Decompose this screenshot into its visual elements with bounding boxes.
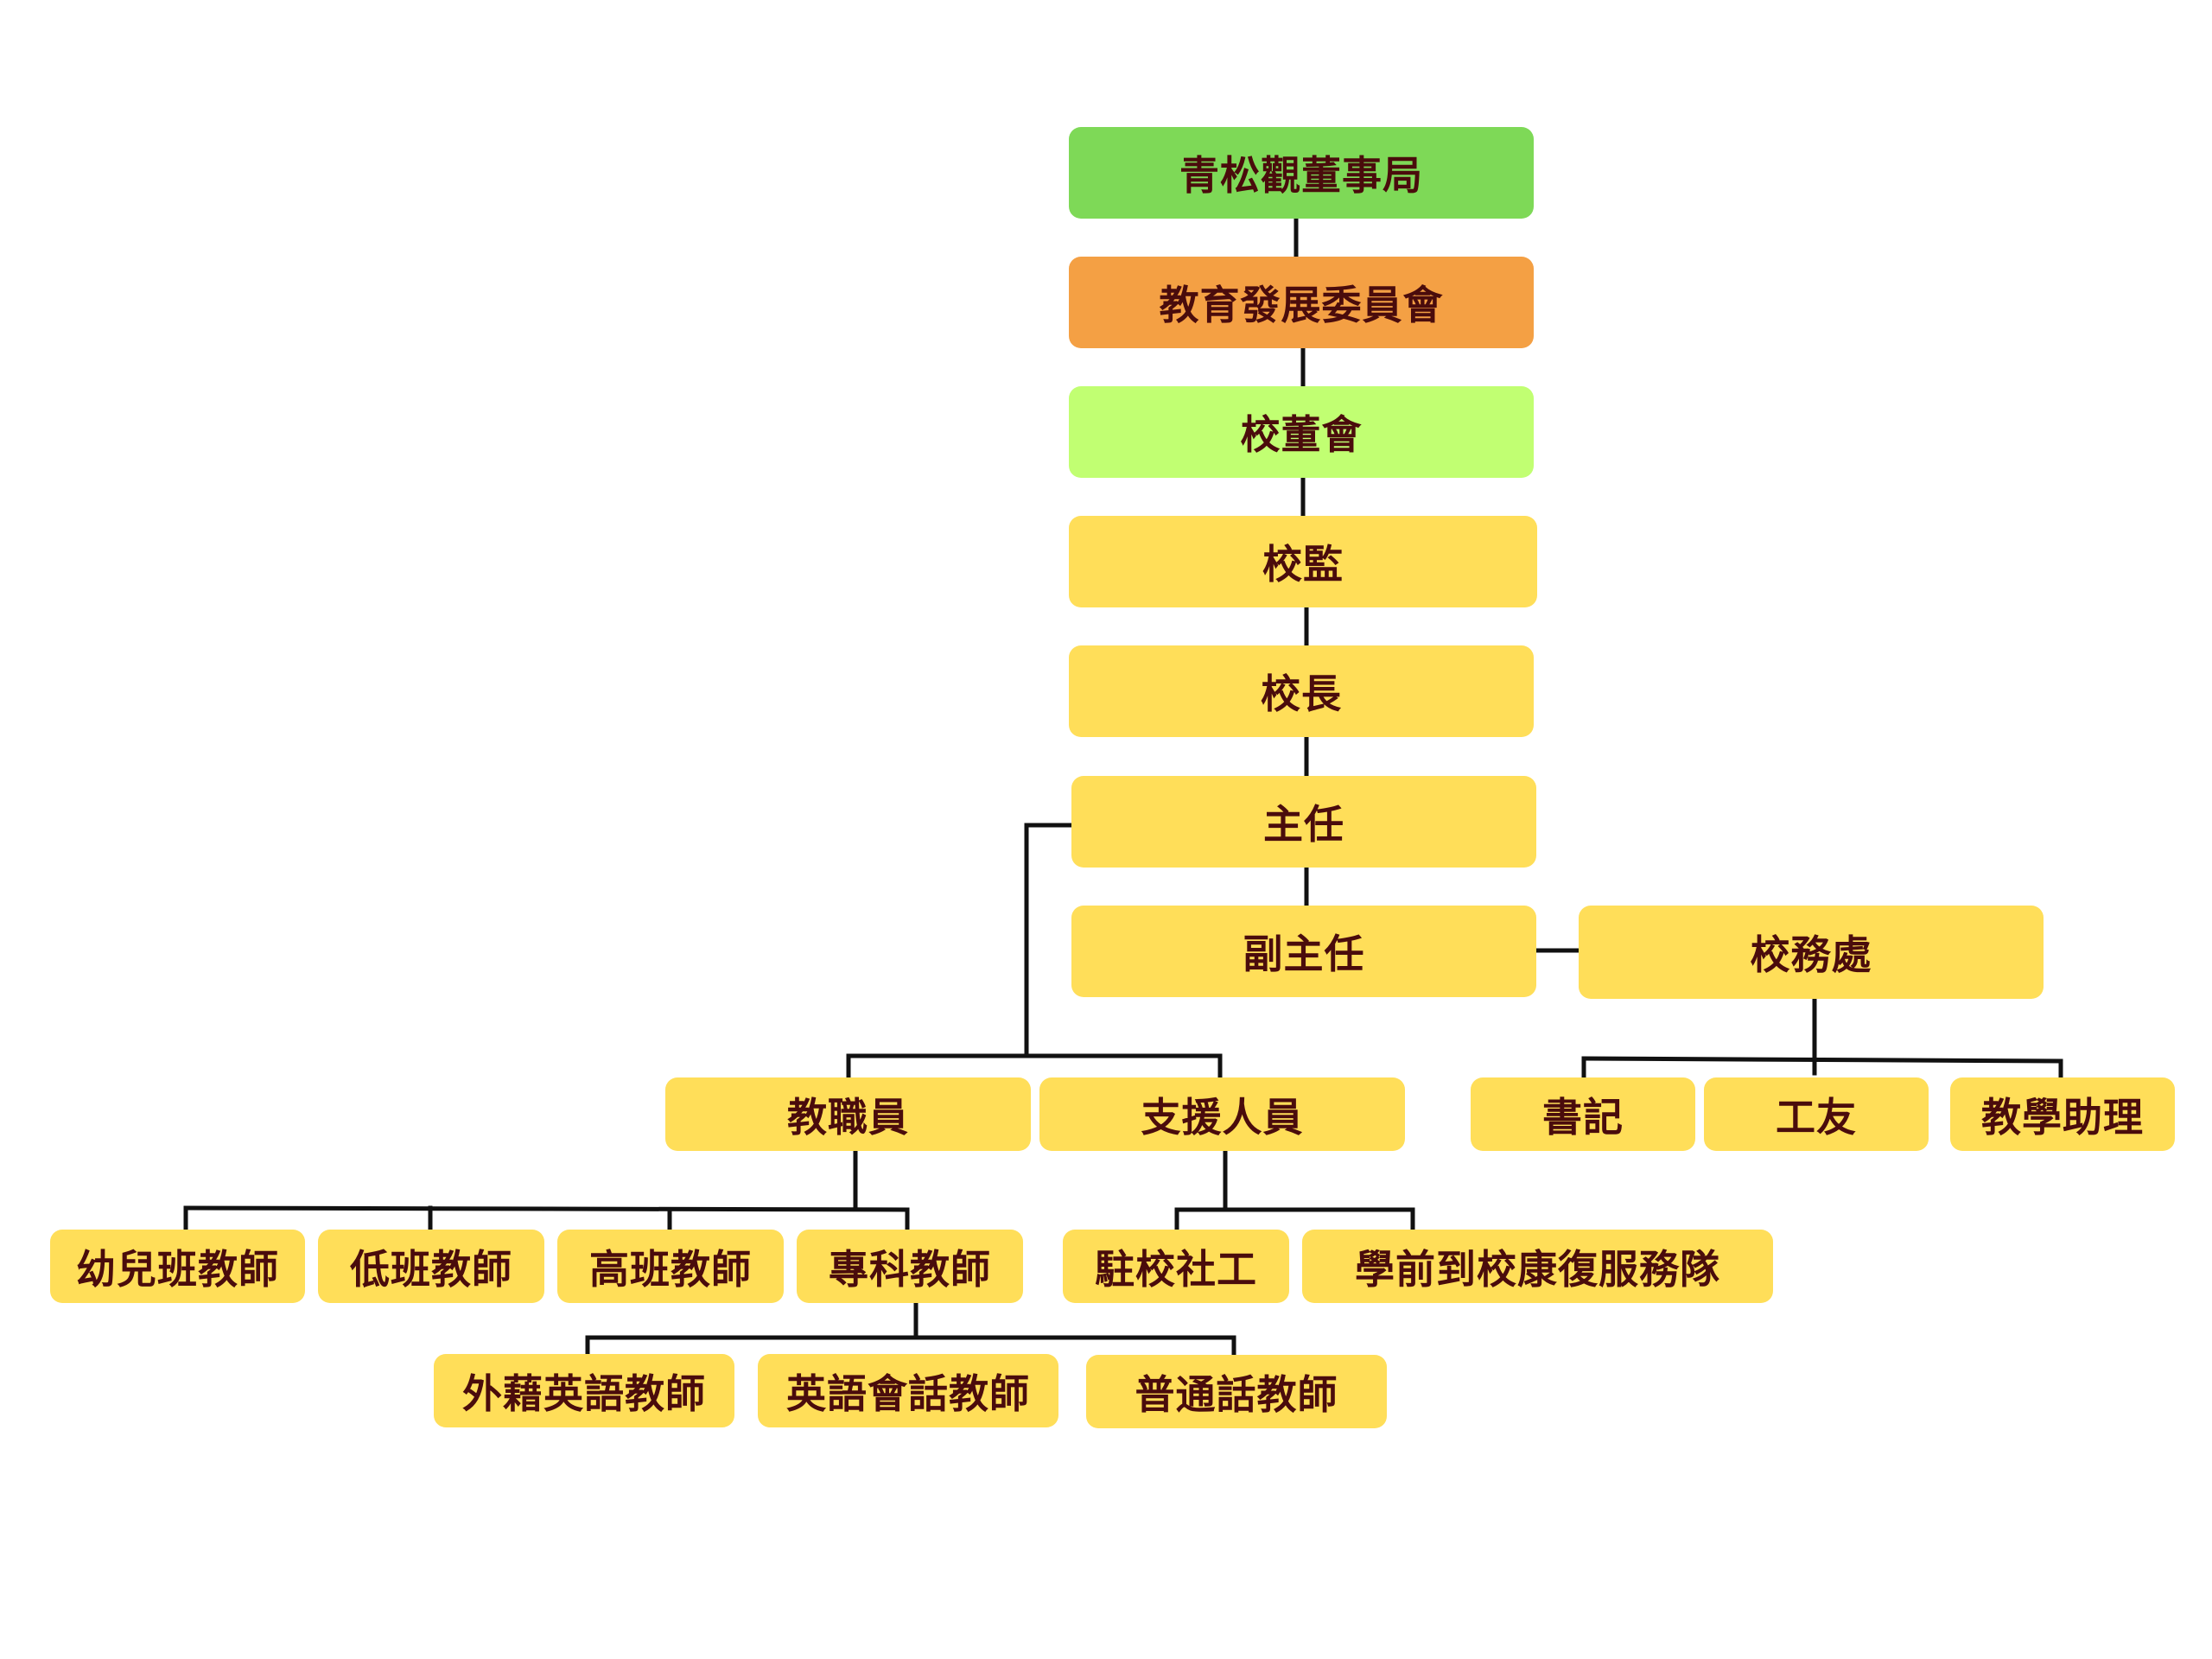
principal-label: 校長 xyxy=(1261,671,1342,717)
vice-director-box: 副主任 xyxy=(1071,906,1536,997)
social-worker-label: 駐校社工 xyxy=(1095,1245,1257,1293)
general-office-label: 校務處 xyxy=(1750,931,1872,978)
putonghua-teacher-box: 普通話教師 xyxy=(1086,1355,1387,1428)
vice-director-label: 副主任 xyxy=(1243,931,1365,977)
janitor-box: 工友 xyxy=(1704,1077,1929,1151)
bureau-box: 青松觀董事局 xyxy=(1069,127,1534,219)
rehab-team-label: 學前到校康復服務隊 xyxy=(1355,1245,1720,1293)
board-label: 校董會 xyxy=(1240,411,1363,458)
janitor-label: 工友 xyxy=(1776,1093,1857,1141)
director-label: 主任 xyxy=(1263,801,1344,848)
english-conversation-teacher-box: 英語會話教師 xyxy=(758,1354,1058,1427)
lower-teacher-box: 低班教師 xyxy=(318,1230,544,1303)
connector xyxy=(183,1205,910,1212)
clerk-box: 書記 xyxy=(1471,1077,1695,1151)
support-label: 支援人員 xyxy=(1141,1093,1304,1141)
clerk-label: 書記 xyxy=(1542,1093,1624,1141)
committee-box: 教育發展委員會 xyxy=(1069,257,1534,348)
board-box: 校董會 xyxy=(1069,386,1534,478)
social-worker-box: 駐校社工 xyxy=(1063,1230,1289,1303)
staff-label: 教職員 xyxy=(787,1093,909,1141)
nursery-teacher-box: 幼兒班教師 xyxy=(50,1230,305,1303)
subject-teacher-box: 專科教師 xyxy=(797,1230,1023,1303)
lower-teacher-label: 低班教師 xyxy=(350,1245,512,1293)
english-conversation-teacher-label: 英語會話教師 xyxy=(786,1370,1030,1417)
teaching-assistant-box: 教學助理 xyxy=(1950,1077,2175,1151)
support-box: 支援人員 xyxy=(1039,1077,1405,1151)
foreign-english-teacher-label: 外藉英語教師 xyxy=(462,1370,706,1417)
bureau-label: 青松觀董事局 xyxy=(1179,152,1423,199)
staff-box: 教職員 xyxy=(665,1077,1031,1151)
upper-teacher-box: 高班教師 xyxy=(557,1230,784,1303)
general-office-box: 校務處 xyxy=(1579,906,2044,999)
director-box: 主任 xyxy=(1071,776,1536,868)
putonghua-teacher-label: 普通話教師 xyxy=(1135,1370,1338,1418)
supervisor-label: 校監 xyxy=(1262,541,1344,588)
foreign-english-teacher-box: 外藉英語教師 xyxy=(434,1354,734,1427)
principal-box: 校長 xyxy=(1069,645,1534,737)
rehab-team-box: 學前到校康復服務隊 xyxy=(1302,1230,1773,1303)
committee-label: 教育發展委員會 xyxy=(1159,282,1444,328)
teaching-assistant-label: 教學助理 xyxy=(1981,1093,2144,1141)
subject-teacher-label: 專科教師 xyxy=(829,1245,991,1293)
upper-teacher-label: 高班教師 xyxy=(589,1245,752,1293)
nursery-teacher-label: 幼兒班教師 xyxy=(76,1245,279,1293)
connector xyxy=(1581,1056,2063,1064)
supervisor-box: 校監 xyxy=(1069,516,1537,607)
